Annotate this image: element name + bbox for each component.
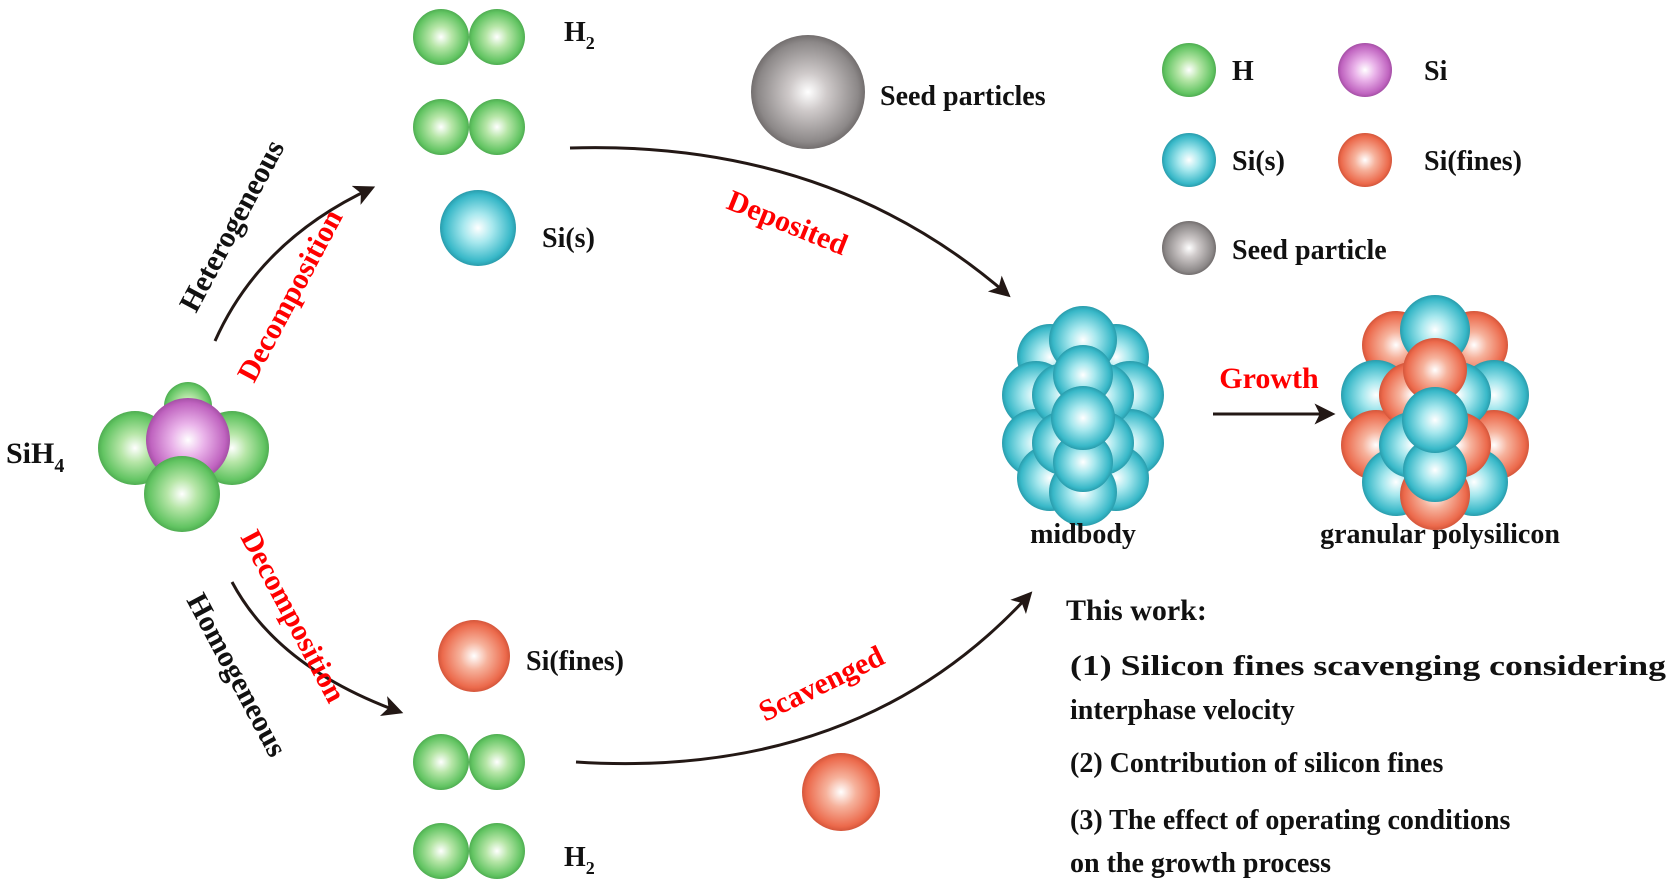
si-fines-label: Si(fines) — [526, 646, 624, 677]
legend-label-seed-particle: Seed particle — [1232, 235, 1387, 266]
sih4-molecule — [98, 382, 269, 532]
h2-molecule-top-1 — [413, 9, 525, 65]
this-work-item-1-cont: interphase velocity — [1070, 695, 1295, 726]
this-work-item-3-cont: on the growth process — [1070, 848, 1331, 879]
deposited-label: Deposited — [722, 184, 852, 262]
h2-bottom-label: H2 — [564, 842, 595, 878]
h2-molecule-bottom-1 — [413, 734, 525, 790]
si-s-label: Si(s) — [542, 223, 595, 254]
seed-particle-ball — [751, 35, 865, 149]
scavenged-arrow — [575, 591, 1033, 766]
sih4-label: SiH4 — [6, 437, 64, 477]
legend-label-si: Si — [1424, 56, 1448, 87]
heterogeneous-arrow — [213, 185, 376, 342]
growth-label: Growth — [1219, 362, 1319, 395]
h2-molecule-bottom-2 — [413, 823, 525, 879]
legend-swatch-h — [1162, 43, 1216, 97]
homogeneous-arrow — [230, 581, 404, 716]
scavenged-fine-particle — [802, 753, 880, 831]
deposited-arrow — [569, 146, 1011, 298]
si-s-particle — [440, 190, 516, 266]
this-work-title: This work: — [1066, 594, 1207, 627]
legend-label-si-s: Si(s) — [1232, 146, 1285, 177]
h2-top-label: H2 — [564, 17, 595, 53]
legend-swatch-si — [1338, 43, 1392, 97]
midbody-cluster — [1002, 306, 1164, 526]
granular-polysilicon-cluster — [1341, 295, 1529, 530]
seed-particles-label: Seed particles — [880, 81, 1046, 112]
midbody-label: midbody — [1030, 519, 1136, 550]
this-work-item-1: (1) Silicon fines scavenging considering — [1070, 651, 1666, 682]
legend: H Si Si(s) Si(fines) Seed particle — [1162, 43, 1522, 275]
scavenged-label: Scavenged — [754, 639, 890, 728]
legend-swatch-seed-particle — [1162, 221, 1216, 275]
legend-swatch-si-s — [1162, 133, 1216, 187]
legend-swatch-si-fines — [1338, 133, 1392, 187]
this-work-item-2: (2) Contribution of silicon fines — [1070, 748, 1443, 779]
granular-polysilicon-label: granular polysilicon — [1320, 519, 1560, 550]
heterogeneous-label: Heterogeneous — [173, 135, 291, 318]
decomposition-top-label: Decomposition — [231, 204, 349, 388]
si-fines-particle — [438, 620, 510, 692]
h2-molecule-top-2 — [413, 99, 525, 155]
legend-label-h: H — [1232, 56, 1254, 87]
legend-label-si-fines: Si(fines) — [1424, 146, 1522, 177]
this-work-item-3: (3) The effect of operating conditions — [1070, 805, 1511, 836]
this-work-block: This work: (1) Silicon fines scavenging … — [1066, 594, 1666, 879]
